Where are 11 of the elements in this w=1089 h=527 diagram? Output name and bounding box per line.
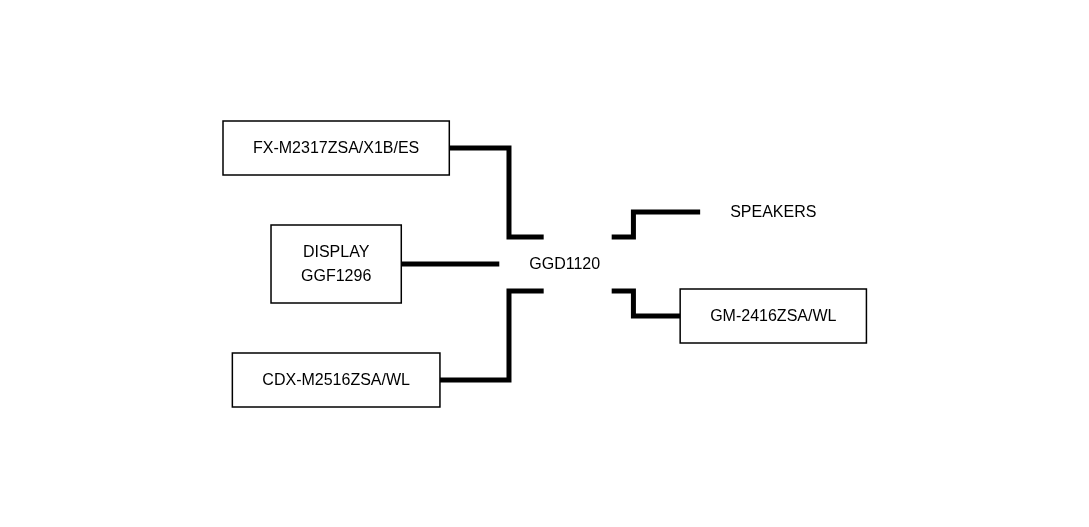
connector: [439, 288, 544, 382]
node-box: FX-M2317ZSA/X1B/ES: [222, 119, 450, 176]
connector: [449, 145, 544, 239]
connector: [611, 209, 700, 239]
connector: [401, 261, 500, 266]
node-text: SPEAKERS: [729, 202, 817, 220]
connector: [611, 288, 680, 318]
node-box: CDX-M2516ZSA/WL: [231, 351, 441, 408]
node-box: DISPLAY GGF1296: [270, 223, 402, 304]
node-box: GM-2416ZSA/WL: [679, 287, 867, 344]
node-text: GGD1120: [529, 254, 600, 272]
